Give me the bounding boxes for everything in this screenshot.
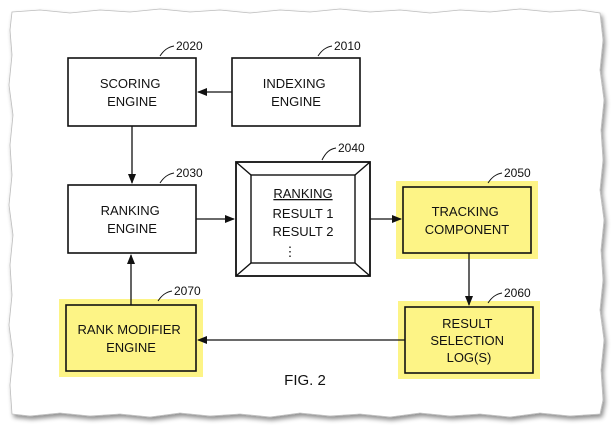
scoring-engine-ref: 2020: [176, 39, 203, 53]
rank-modifier-engine-ref: 2070: [174, 284, 201, 298]
ranking-engine-line-2: ENGINE: [107, 221, 157, 236]
figure-caption: FIG. 2: [284, 372, 326, 389]
svg-text:TRACKING COMPONENT: TRACKING COMPONENT: [425, 204, 510, 237]
result-selection-log-ref: 2060: [504, 286, 531, 300]
ranking-results-ref: 2040: [338, 141, 365, 155]
rank-modifier-engine-line-2: ENGINE: [106, 340, 156, 355]
ranking-results-ref-leader: [321, 147, 337, 161]
indexing-engine-ref: 2010: [334, 39, 361, 53]
scoring-engine-box: [67, 57, 197, 127]
ranking-results-line-2: RESULT 2: [273, 224, 334, 239]
bevel-top-right: [354, 161, 371, 176]
indexing-engine-line-1: INDEXING: [263, 76, 326, 91]
ranking-results-ellipsis: ⋮: [284, 244, 297, 259]
tracking-component-ref: 2050: [504, 166, 531, 180]
scoring-engine-line-1: SCORING: [100, 76, 161, 91]
ranking-engine-box: [67, 184, 197, 254]
scoring-engine-line-2: ENGINE: [107, 94, 157, 109]
svg-text:INDEXING ENGINE: INDEXING ENGINE: [263, 76, 329, 109]
rank-modifier-engine-node: RANK MODIFIER ENGINE 2070: [59, 284, 203, 377]
ranking-results-node: RANKING RESULT 1 RESULT 2 ⋮ 2040: [235, 141, 371, 277]
scoring-engine-ref-leader: [159, 45, 175, 57]
tracking-component-node: TRACKING COMPONENT 2050: [396, 166, 538, 259]
svg-text:RESULT SELECTION L: RESULT SELECTION LOG(S): [430, 316, 507, 365]
indexing-engine-box: [231, 57, 361, 127]
ranking-engine-line-1: RANKING: [101, 203, 160, 218]
ranking-results-title: RANKING: [273, 186, 332, 201]
indexing-engine-ref-leader: [317, 45, 333, 57]
svg-text:SCORING ENGINE: SCORING ENGINE: [100, 76, 164, 109]
bevel-bottom-left: [235, 262, 252, 277]
tracking-component-box: [402, 186, 532, 254]
rank-modifier-engine-box: [65, 304, 197, 372]
bevel-bottom-right: [354, 262, 371, 277]
ranking-engine-node: RANKING ENGINE 2030: [67, 166, 203, 254]
rank-modifier-engine-ref-leader: [157, 290, 173, 302]
svg-text:RANK MODIFIER ENGINE: RANK MODIFIER ENGINE: [78, 322, 185, 355]
result-selection-log-line-2: SELECTION: [430, 333, 504, 348]
svg-text:RANKING ENGINE: RANKING ENGINE: [101, 203, 164, 236]
result-selection-log-line-3: LOG(S): [447, 350, 492, 365]
scoring-engine-node: SCORING ENGINE 2020: [67, 39, 203, 127]
result-selection-log-line-1: RESULT: [442, 316, 492, 331]
indexing-engine-line-2: ENGINE: [271, 94, 321, 109]
ranking-engine-ref: 2030: [176, 166, 203, 180]
tracking-component-line-1: TRACKING: [432, 204, 499, 219]
ranking-results-line-1: RESULT 1: [273, 206, 334, 221]
ranking-engine-ref-leader: [159, 172, 175, 184]
ranking-results-inner: [250, 174, 356, 264]
indexing-engine-node: INDEXING ENGINE 2010: [231, 39, 361, 127]
tracking-component-line-2: COMPONENT: [425, 222, 510, 237]
bevel-top-left: [235, 161, 252, 176]
rank-modifier-engine-line-1: RANK MODIFIER: [78, 322, 181, 337]
tracking-component-ref-leader: [487, 172, 503, 184]
result-selection-log-ref-leader: [487, 292, 503, 304]
